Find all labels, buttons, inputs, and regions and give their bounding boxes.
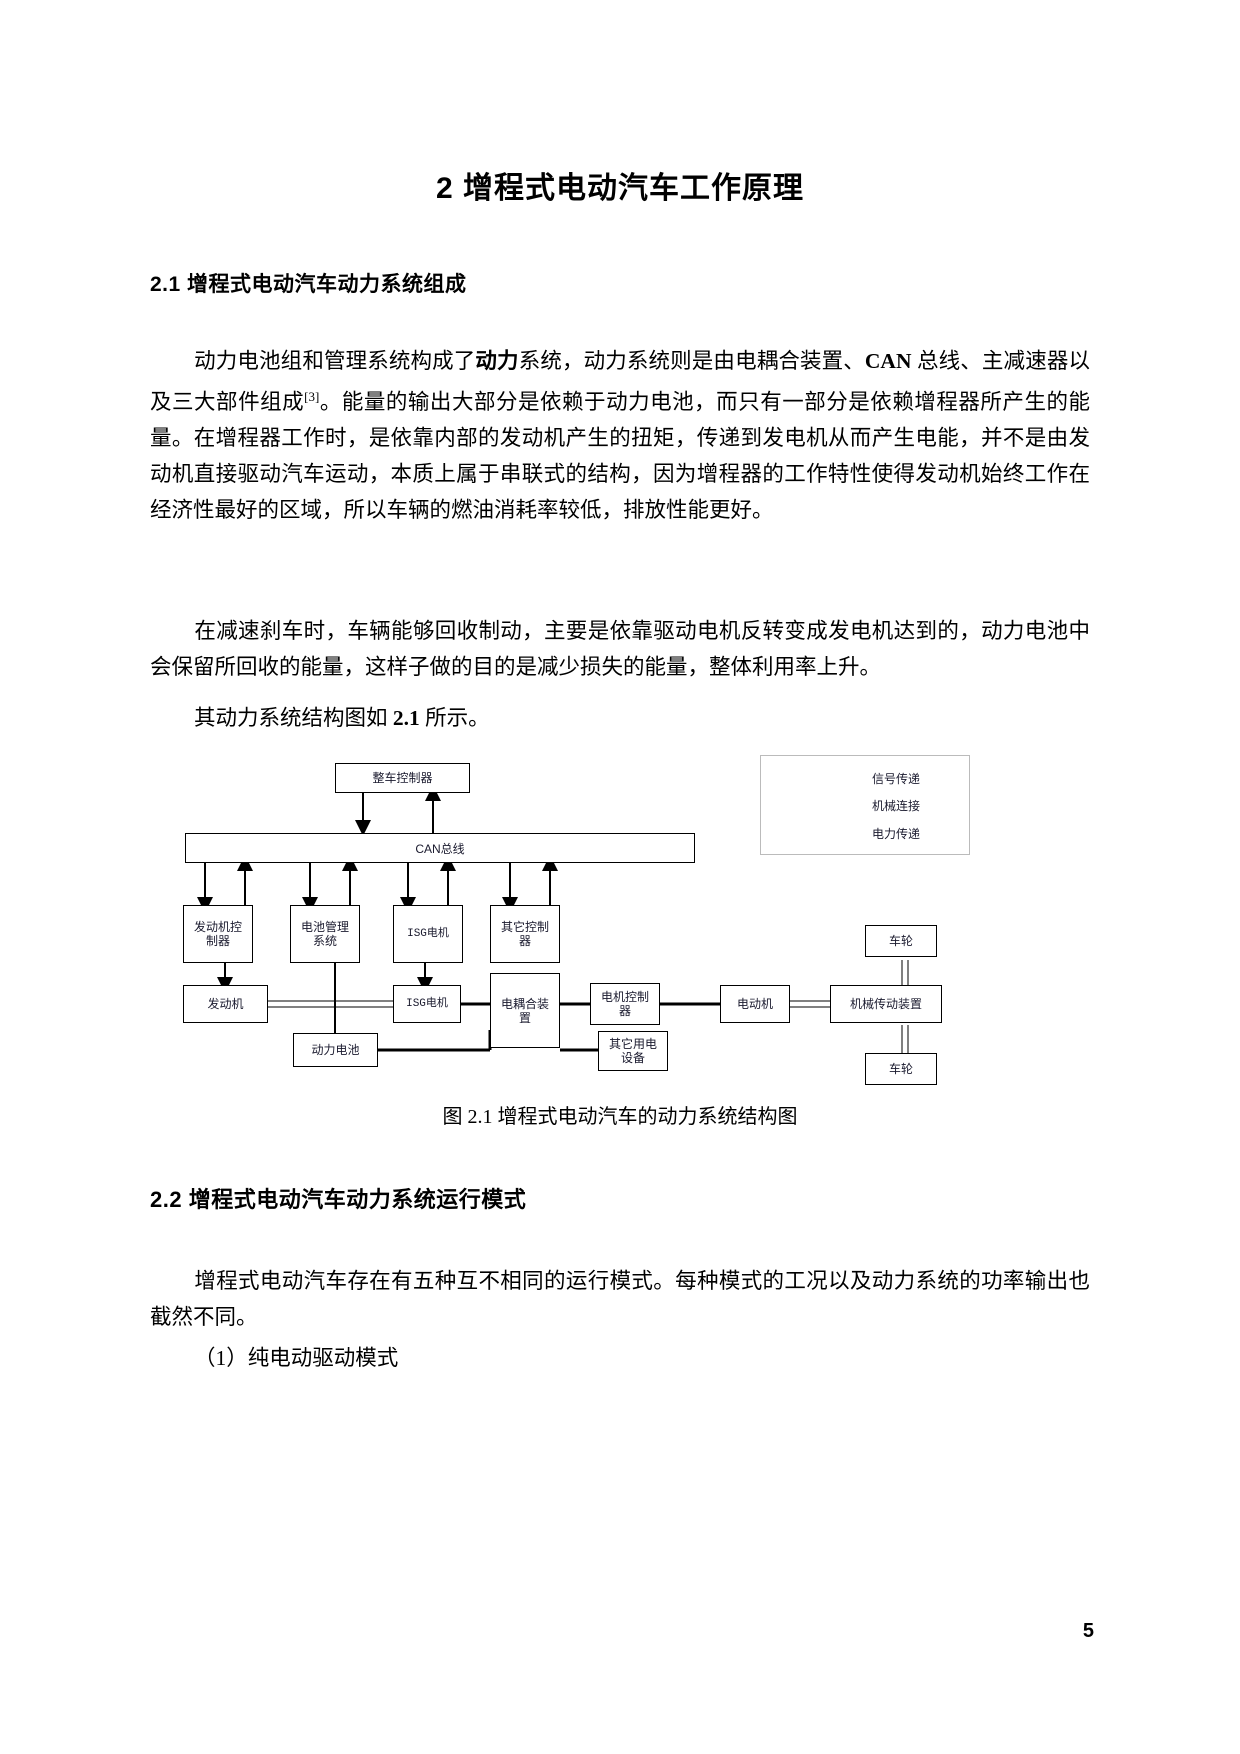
node-other-controller: 其它控制 器 (490, 905, 560, 963)
figure-legend-panel (760, 755, 970, 855)
node-can-bus: CAN总线 (185, 833, 695, 863)
figure-reference-number: 2.1 (392, 706, 420, 730)
node-motor-controller: 电机控制 器 (590, 983, 660, 1025)
figure-caption: 图 2.1 增程式电动汽车的动力系统结构图 (442, 1106, 798, 1128)
paragraph-2: 在减速刹车时，车辆能够回收制动，主要是依靠驱动电机反转变成发电机达到的，动力电池… (150, 613, 1090, 685)
page-number: 5 (1082, 1620, 1094, 1642)
node-battery-management-system: 电池管理 系统 (290, 905, 360, 963)
legend-label-electric: 电力传递 (872, 827, 921, 841)
chapter-title: 2 增程式电动汽车工作原理 (435, 172, 805, 205)
node-other-electric-loads: 其它用电 设备 (598, 1031, 668, 1071)
paragraph-1: 动力电池组和管理系统构成了动力系统，动力系统则是由电耦合装置、CAN 总线、主减… (150, 343, 1090, 528)
node-mechanical-transmission: 机械传动装置 (830, 985, 942, 1023)
p3-text-a: 其动力系统结构图如 (194, 706, 393, 730)
p1-text-b: 系统，动力系统则是由电耦合装置、 (518, 349, 865, 373)
section-heading-2-1: 2.1 增程式电动汽车动力系统组成 (150, 273, 467, 296)
p5-text: （1）纯电动驱动模式 (194, 1346, 399, 1370)
p1-can-term: CAN (864, 349, 912, 373)
node-engine: 发动机 (183, 985, 268, 1023)
legend-label-signal: 信号传递 (872, 772, 921, 786)
node-isg-motor: ISG电机 (393, 985, 461, 1023)
p2-text: 在减速刹车时，车辆能够回收制动，主要是依靠驱动电机反转变成发电机达到的，动力电池… (150, 619, 1090, 679)
p4-text: 增程式电动汽车存在有五种互不相同的运行模式。每种模式的工况以及动力系统的功率输出… (150, 1269, 1090, 1329)
legend-label-mechanical: 机械连接 (872, 799, 921, 813)
node-electric-coupler: 电耦合装 置 (490, 973, 560, 1048)
p3-text-b: 所示。 (419, 706, 490, 730)
paragraph-3: 其动力系统结构图如 2.1 所示。 (150, 700, 1090, 736)
p1-text-a: 动力电池组和管理系统构成了 (194, 349, 476, 373)
node-wheel-top: 车轮 (865, 925, 937, 957)
paragraph-5-list-item: （1）纯电动驱动模式 (150, 1340, 1090, 1376)
section-heading-2-2: 2.2 增程式电动汽车动力系统运行模式 (150, 1187, 527, 1212)
figure-2-1: 信号传递 机械连接 电力传递 整车控制器 CAN总线 发动机控 制器 电池管理 … (150, 745, 1090, 1095)
node-motor: 电动机 (720, 985, 790, 1023)
node-engine-controller: 发动机控 制器 (183, 905, 253, 963)
p1-text-d: 。能量的输出大部分是依赖于动力电池，而只有一部分是依赖增程器所产生的能量。在增程… (150, 390, 1090, 523)
p1-emphasis: 动力 (475, 349, 519, 373)
node-isg-motor-controller: ISG电机 (393, 905, 463, 963)
paragraph-4: 增程式电动汽车存在有五种互不相同的运行模式。每种模式的工况以及动力系统的功率输出… (150, 1263, 1090, 1335)
p1-text-c: 总线、主减速器以及三大部件组成 (150, 349, 1090, 415)
node-vehicle-controller: 整车控制器 (335, 763, 470, 793)
node-wheel-bottom: 车轮 (865, 1053, 937, 1085)
citation-ref-3: [3] (304, 389, 320, 404)
node-power-battery: 动力电池 (293, 1033, 378, 1067)
